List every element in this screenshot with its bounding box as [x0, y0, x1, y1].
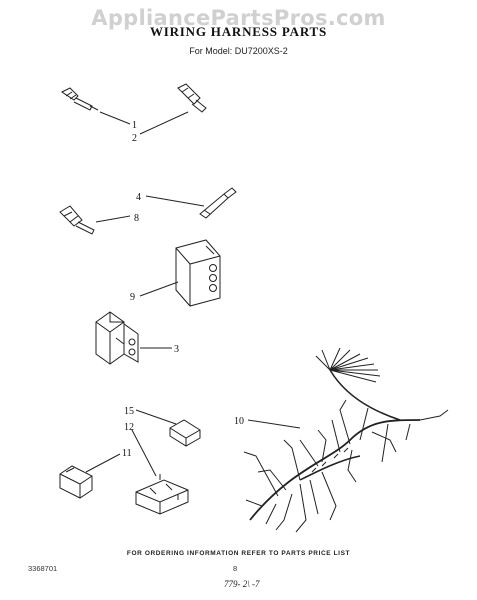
leader-15 — [135, 409, 177, 425]
leader-11 — [85, 453, 121, 473]
part-4-terminal — [199, 187, 237, 219]
callout-3: 3 — [174, 344, 179, 355]
document-number: 3368701 — [28, 564, 58, 573]
ordering-note: FOR ORDERING INFORMATION REFER TO PARTS … — [126, 550, 351, 557]
model-number: For Model: DU7200XS-2 — [189, 46, 288, 56]
leader-1 — [99, 111, 131, 125]
leader-10 — [247, 419, 301, 429]
date-stamp: 779- 2\ -7 — [224, 579, 260, 589]
callout-1: 1 — [132, 120, 137, 131]
leader-9 — [139, 281, 179, 297]
callout-4: 4 — [136, 192, 141, 203]
leader-2 — [139, 111, 189, 135]
page-title: WIRING HARNESS PARTS — [149, 24, 328, 39]
callout-12: 12 — [124, 422, 134, 433]
callout-9: 9 — [130, 292, 135, 303]
page-number: 8 — [233, 564, 238, 573]
part-12-housing — [135, 474, 189, 515]
part-2-terminal — [177, 83, 207, 113]
callout-11: 11 — [122, 448, 132, 459]
part-11-connector — [59, 465, 93, 499]
watermark: AppliancePartsPros.com — [91, 6, 386, 30]
callout-15: 15 — [124, 406, 134, 417]
leader-8 — [95, 215, 131, 223]
callout-2: 2 — [132, 133, 137, 144]
part-8-terminal — [59, 205, 95, 235]
part-9-connector-housing — [175, 239, 221, 307]
part-15-housing — [169, 419, 201, 447]
callout-10: 10 — [234, 416, 244, 427]
callout-8: 8 — [134, 213, 139, 224]
leader-12 — [131, 429, 157, 477]
part-3-connector — [95, 311, 139, 365]
part-1-terminal — [61, 87, 99, 111]
part-10-wiring-harness — [243, 347, 449, 533]
leader-4 — [145, 195, 205, 207]
